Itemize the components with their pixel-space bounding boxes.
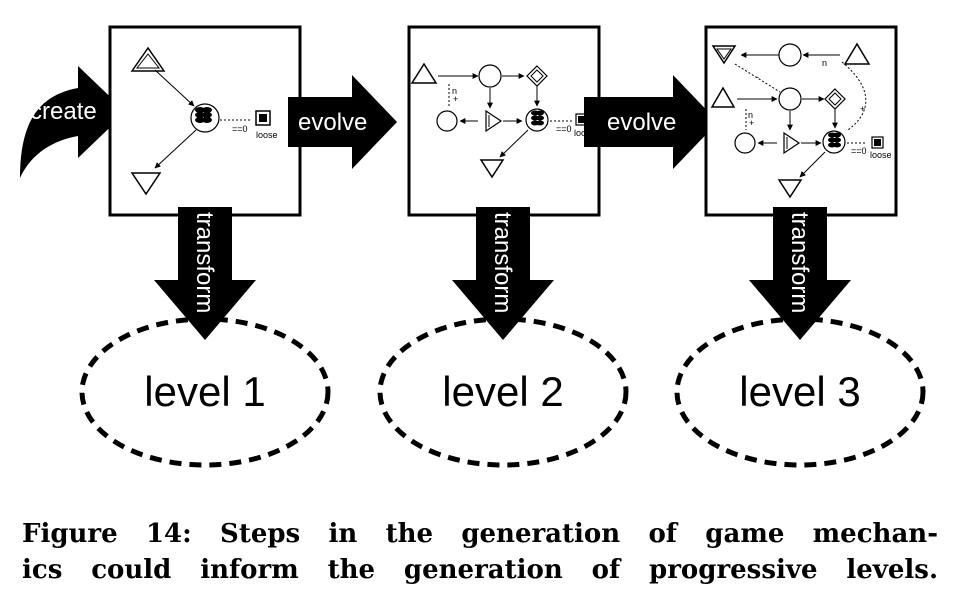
svg-text:+: + [749,118,754,128]
evolve-arrow-1: evolve [288,75,397,169]
figure-caption: Figure 14: Steps in the generation of ga… [22,516,938,588]
level-2-label: level 2 [442,368,563,415]
create-label: create [30,98,97,125]
svg-text:n: n [452,86,457,96]
transform-label-2: transform [489,212,516,313]
resource-stack-icon [195,107,212,123]
svg-text:+: + [860,104,865,114]
transform-arrow-1: transform [154,207,256,340]
svg-text:==0: ==0 [556,124,572,134]
level-3-node: level 3 [674,316,926,468]
level-3-label: level 3 [739,368,860,415]
evolve-label-2: evolve [607,109,676,136]
mechanics-box-1: ==0 loose [108,25,302,217]
svg-text:loose: loose [870,150,892,160]
svg-text:-: - [756,72,759,82]
transform-arrow-2: transform [452,207,554,340]
svg-text:loose: loose [256,130,278,140]
svg-text:n: n [748,110,753,120]
transform-label-1: transform [191,212,218,313]
level-1-label: level 1 [144,368,265,415]
caption-line-2: ics could inform the generation of progr… [22,555,938,585]
svg-text:==0: ==0 [851,146,867,156]
transform-label-3: transform [786,212,813,313]
drain-triangle-icon [130,172,162,196]
source-triangle-icon [130,46,166,72]
level-1-node: level 1 [79,316,331,468]
level-2-node: level 2 [377,316,629,468]
create-arrow: create [20,66,126,178]
transform-arrow-3: transform [749,207,851,340]
mechanics-box-2: n + ==0 loose [407,25,601,217]
evolve-arrow-2: evolve [584,75,718,169]
svg-text:+: + [453,94,458,104]
svg-text:n: n [822,58,827,68]
evolve-label-1: evolve [298,109,367,136]
mechanics-box-3: n + - n + ==0 loose [704,25,898,217]
game-mechanics-diagram: create ==0 loose evolve [20,25,926,468]
svg-text:==0: ==0 [232,124,248,134]
caption-line-1: Figure 14: Steps in the generation of ga… [22,519,938,549]
